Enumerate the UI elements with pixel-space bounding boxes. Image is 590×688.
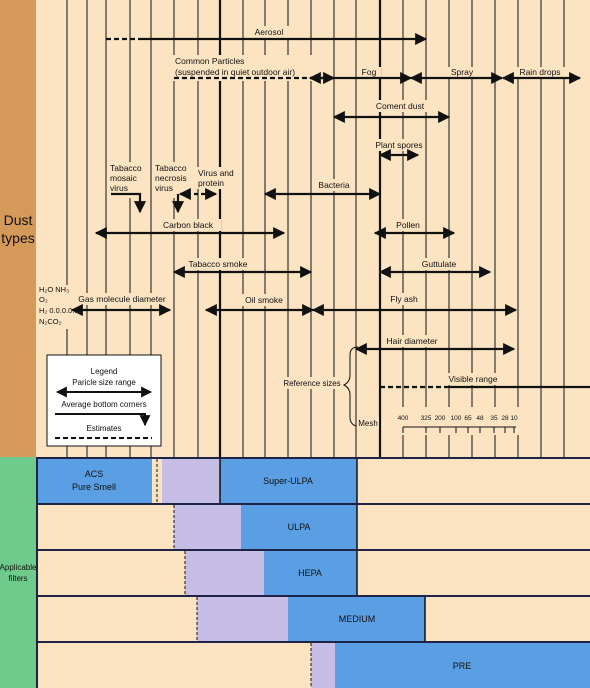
fly-ash-label: Fly ash — [390, 294, 418, 304]
tnv-label-line2: necrosis — [155, 173, 187, 183]
rain-drops-label: Rain drops — [519, 67, 560, 77]
filters-label-line2: filters — [8, 573, 28, 583]
formula-row4: N₂CO₂ — [39, 317, 62, 326]
filter-row-4 — [38, 597, 590, 641]
ulpa-label: ULPA — [288, 522, 311, 532]
super-ulpa-label: Super-ULPA — [263, 476, 313, 486]
mesh-value: 65 — [464, 415, 472, 422]
spray-label: Spray — [451, 67, 474, 77]
filter-bar-pre — [335, 643, 590, 688]
virus-label-line2: protein — [198, 178, 224, 188]
legend-title: Legend — [91, 367, 118, 376]
mesh-label: Mesh — [358, 419, 378, 428]
filter-bar-medium — [288, 597, 425, 641]
virus-label-line1: Virus and — [198, 168, 234, 178]
mesh-value: 10 — [510, 415, 518, 422]
dust-types-side-panel: Dust types — [0, 0, 36, 457]
common-label-line1: Common Particles — [175, 56, 244, 66]
applicable-filters-side-panel: Applicable filters — [0, 457, 36, 688]
dust-labels: Aerosol Common Particles (suspended in q… — [78, 27, 560, 384]
dust-types-label-line2: types — [1, 229, 35, 246]
common-label-line2: (suspended in quiet outdoor air) — [175, 67, 295, 77]
tnv-label-line1: Tabacco — [155, 163, 187, 173]
mesh-value: 325 — [421, 415, 432, 422]
legend-text: Legend Paricle size range Average bottom… — [61, 367, 146, 433]
formula-row2: O₂ — [39, 295, 48, 304]
filter-transition-acs — [162, 459, 220, 503]
mesh-value: 100 — [451, 415, 462, 422]
aerosol-label: Aerosol — [255, 27, 284, 37]
cement-dust-label: Coment dust — [376, 101, 425, 111]
filter-bar-acs — [38, 459, 152, 503]
filter-row-3 — [38, 551, 590, 595]
filter-row-2 — [38, 505, 590, 549]
legend-corner-arrow — [55, 413, 151, 427]
dust-types-label-line1: Dust — [3, 211, 33, 228]
range-arrows — [70, 32, 590, 389]
mesh-value: 35 — [490, 415, 498, 422]
guttulate-label: Guttulate — [422, 259, 457, 269]
visible-range-label: Visible range — [449, 374, 498, 384]
formula-row3: H₂ 0.0.0.0.0 — [39, 306, 79, 315]
mesh-value: 400 — [398, 415, 409, 422]
mesh-value: 200 — [435, 415, 446, 422]
reference-sizes-label: Reference sizes — [283, 379, 340, 388]
mesh-value: 48 — [476, 415, 484, 422]
mesh-value: 28 — [501, 415, 509, 422]
hair-diameter-label: Hair diameter — [386, 336, 437, 346]
legend-range-label: Paricle size range — [72, 378, 136, 387]
legend-box — [46, 354, 162, 447]
reference-sizes: Reference sizes Mesh — [283, 379, 377, 428]
mesh-ruler — [402, 426, 516, 433]
gas-formulas: H₂O NH₃ O₂ H₂ 0.0.0.0.0 N₂CO₂ — [39, 285, 79, 326]
tobacco-smoke-label: Tabacco smoke — [188, 259, 247, 269]
mesh-values: 400 325 200 100 65 48 35 28 10 — [398, 415, 518, 422]
tmv-label-line3: virus — [110, 183, 128, 193]
gas-molecule-label: Gas molecule diameter — [78, 294, 166, 304]
medium-label: MEDIUM — [339, 614, 376, 624]
tmv-label-line2: mosaic — [110, 173, 138, 183]
filter-row-1 — [38, 459, 590, 503]
pollen-label: Pollen — [396, 220, 420, 230]
tnv-label-line3: virus — [155, 183, 173, 193]
carbon-black-label: Carbon black — [163, 220, 214, 230]
filter-labels: ACS Pure Smell Super-ULPA ULPA HEPA MEDI… — [72, 469, 471, 671]
filter-bar-hepa — [264, 551, 357, 595]
filter-bar-ulpa — [241, 505, 357, 549]
bacteria-label: Bacteria — [318, 180, 349, 190]
acs-label-line1: ACS — [85, 469, 104, 479]
hepa-label: HEPA — [298, 568, 322, 578]
legend-estimates-label: Estimates — [86, 424, 121, 433]
filter-row-5 — [38, 643, 590, 688]
oil-smoke-label: Oil smoke — [245, 295, 283, 305]
pre-label: PRE — [453, 661, 472, 671]
acs-label-line2: Pure Smell — [72, 482, 116, 492]
tmv-arrow — [111, 192, 147, 214]
reference-bracket — [342, 346, 359, 427]
filter-bar-super-ulpa — [220, 459, 357, 503]
tmv-label-line1: Tabacco — [110, 163, 142, 173]
formula-row1: H₂O NH₃ — [39, 285, 69, 294]
fog-label: Fog — [362, 67, 377, 77]
filters-label-line1: Applicable — [0, 562, 37, 572]
plant-spores-label: Plant spores — [375, 140, 422, 150]
legend-corners-label: Average bottom corners — [61, 400, 146, 409]
